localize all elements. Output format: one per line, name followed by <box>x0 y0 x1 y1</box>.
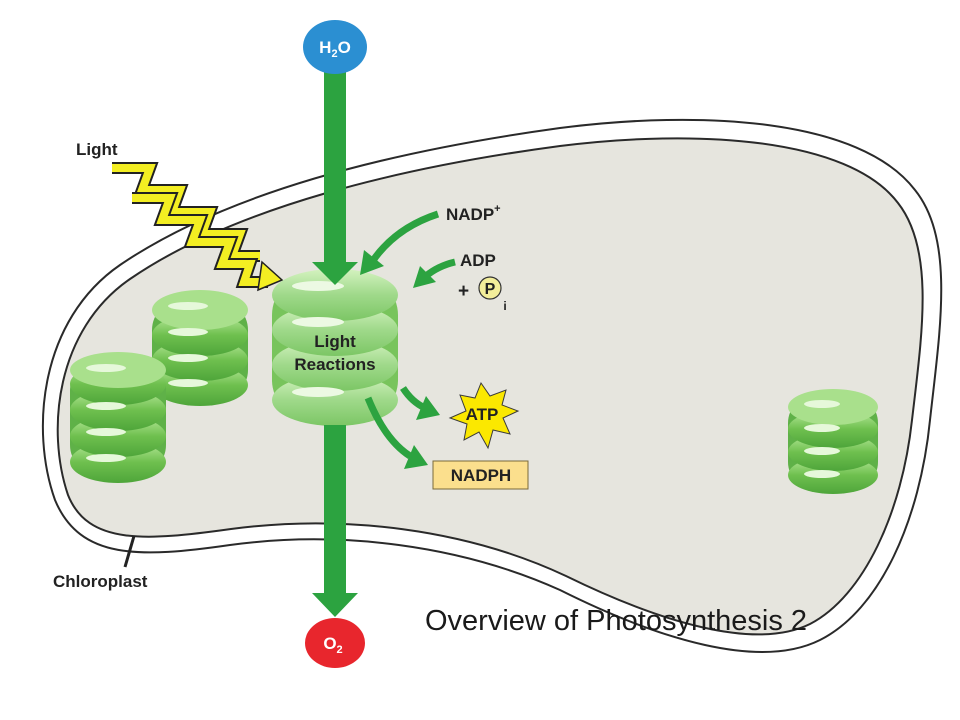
phosphate-label-sub: i <box>503 299 506 313</box>
reaction-label-line2: Reactions <box>294 355 375 374</box>
nadph-label: NADPH <box>451 466 511 485</box>
nadph-arrow <box>364 396 412 459</box>
granum-right <box>788 389 878 494</box>
light-reactions-granum <box>272 269 398 426</box>
reaction-label-line1: Light <box>314 332 356 351</box>
chloroplast-leader-line <box>123 535 136 568</box>
oxygen-label-sub: 2 <box>337 644 343 656</box>
plus-label: + <box>458 281 469 302</box>
svg-text:NADP+: NADP+ <box>446 203 501 224</box>
water-to-oxygen-bar-bottom <box>324 425 346 595</box>
oxygen-arrowhead <box>312 593 358 617</box>
nadph-box <box>432 460 529 490</box>
chloroplast-stroma <box>56 137 924 636</box>
granum-left-front <box>70 352 166 483</box>
water-label-tail: O <box>338 38 351 57</box>
atp-label: ATP <box>466 405 499 424</box>
water-label-main: H <box>319 38 331 57</box>
chloroplast-label: Chloroplast <box>53 572 148 591</box>
phosphate-circle <box>478 276 502 300</box>
nadp-label-sup: + <box>494 203 500 215</box>
water-label-sub: 2 <box>331 48 337 60</box>
light-bolt-icons <box>112 162 284 292</box>
diagram-title: Overview of Photosynthesis 2 <box>425 605 807 637</box>
atp-star <box>448 381 520 450</box>
nadp-label-main: NADP <box>446 205 494 224</box>
phosphate-label-main: P <box>485 281 496 298</box>
water-node: H2O <box>303 20 367 74</box>
oxygen-label-main: O <box>323 634 336 653</box>
light-label: Light <box>76 140 118 159</box>
water-arrowhead <box>312 262 358 285</box>
svg-text:H2O: H2O <box>319 38 351 60</box>
nadp-arrow <box>369 210 440 264</box>
oxygen-node: O2 <box>305 618 365 668</box>
svg-text:O2: O2 <box>323 634 342 656</box>
adp-label: ADP <box>460 251 496 270</box>
granum-left-back <box>152 290 248 406</box>
water-to-oxygen-bar-top <box>324 60 346 270</box>
